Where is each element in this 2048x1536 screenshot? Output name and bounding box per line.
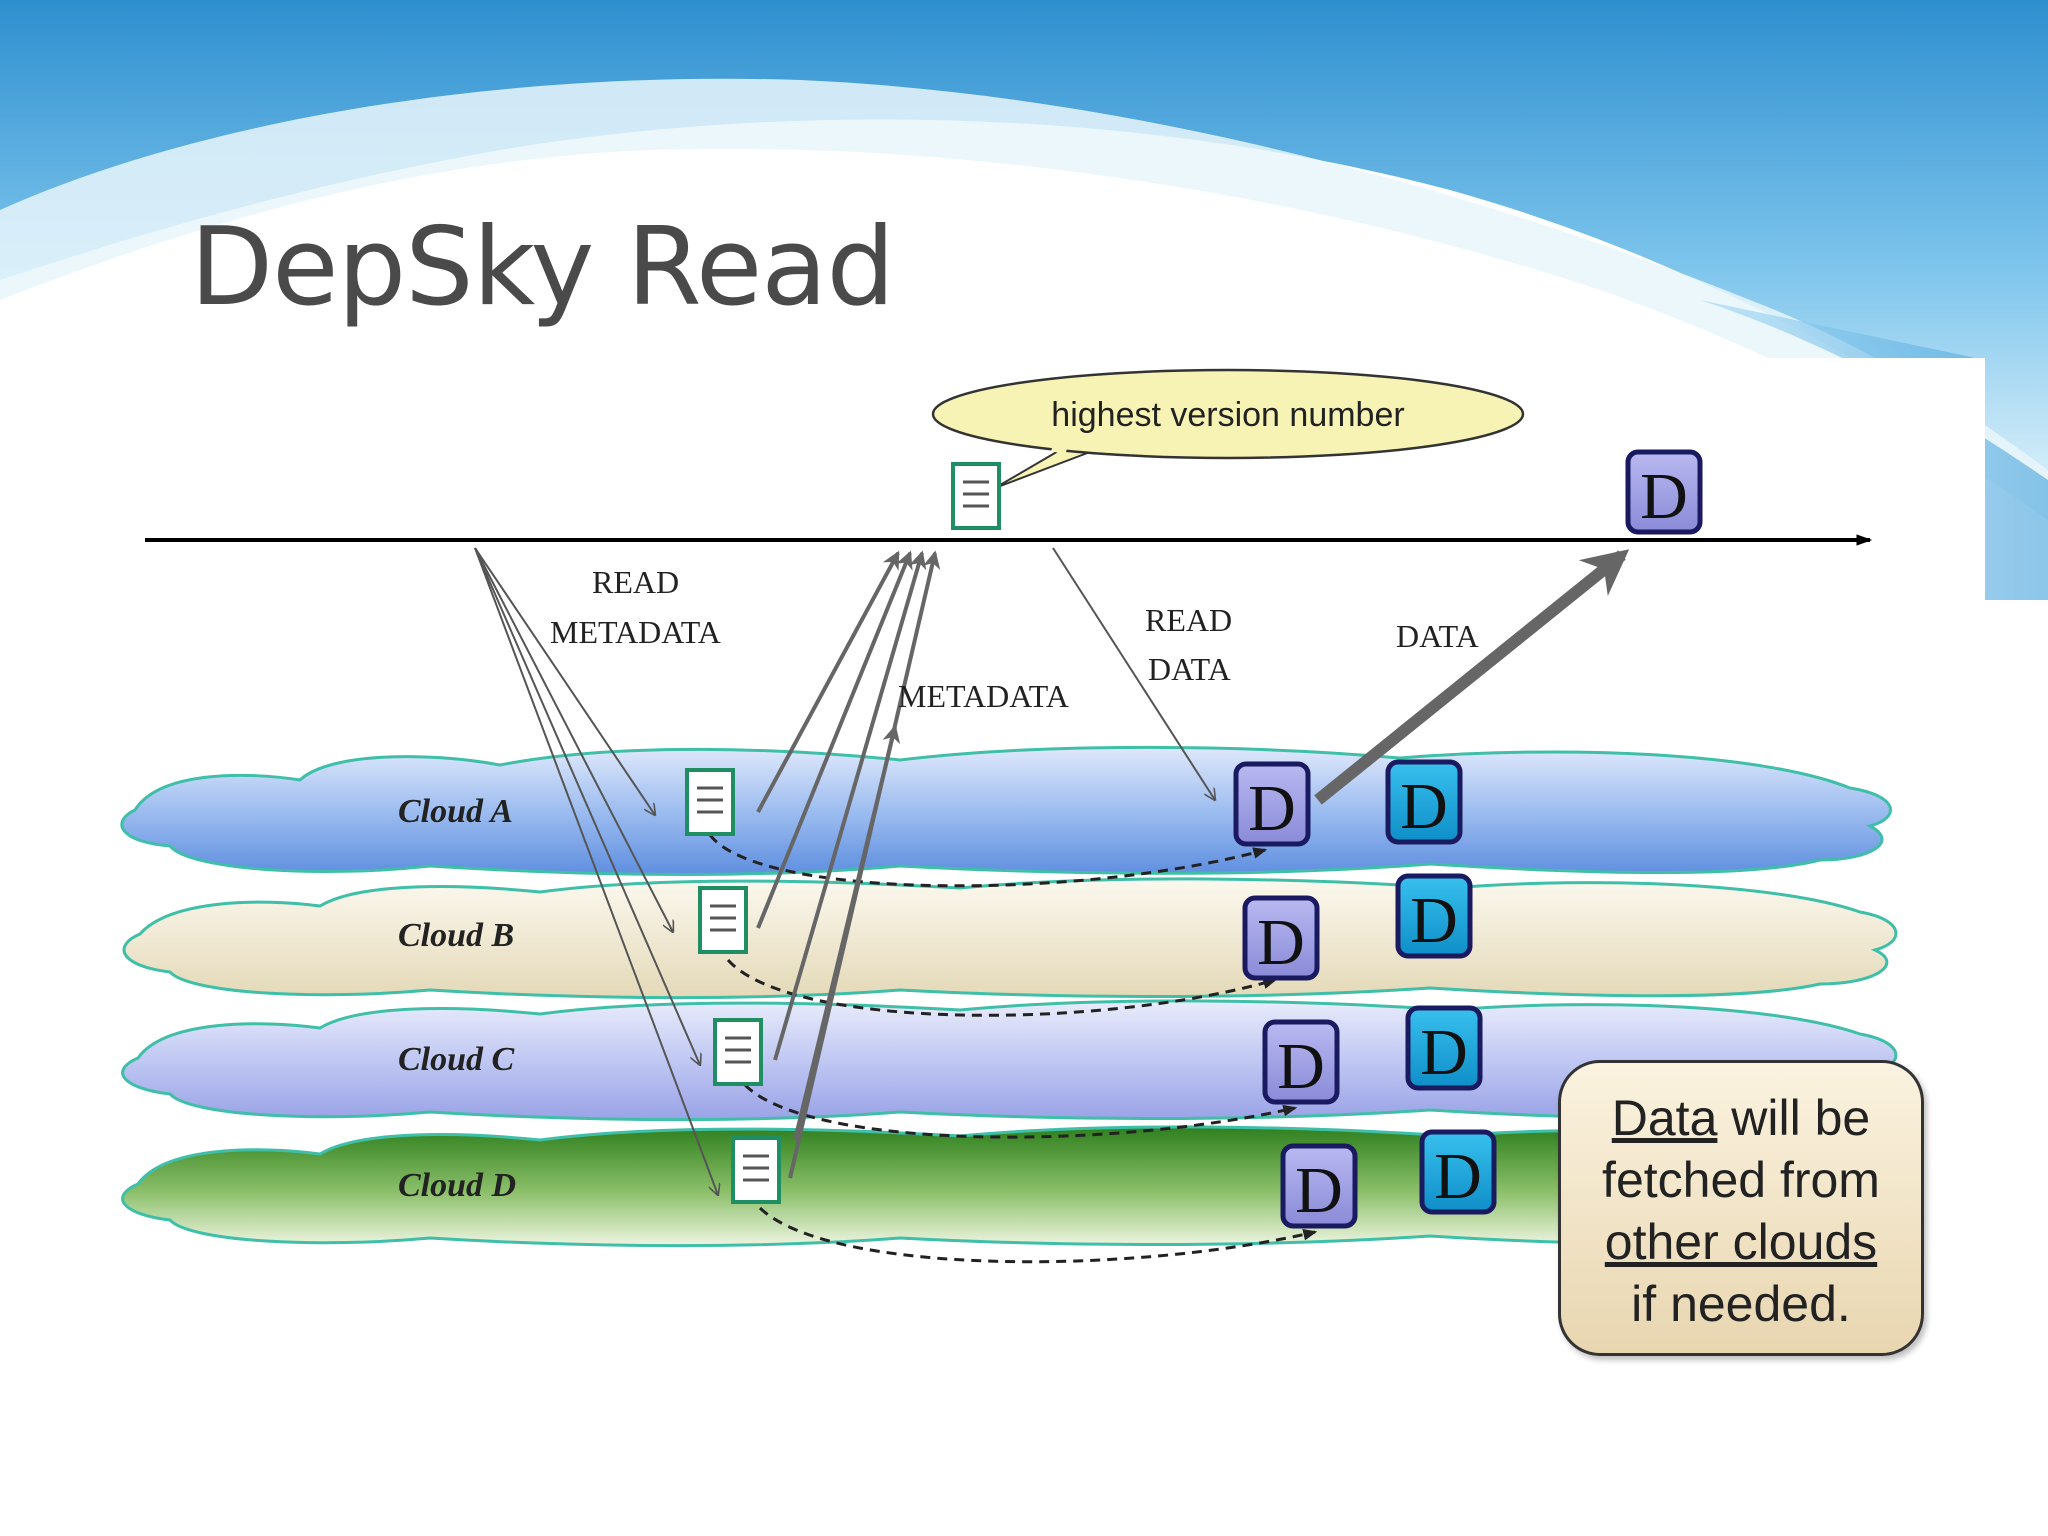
- svg-text:D: D: [1257, 906, 1305, 979]
- read-data-label-line2: DATA: [1148, 651, 1231, 687]
- svg-text:D: D: [1410, 884, 1458, 957]
- highest-version-bubble: highest version number: [931, 368, 1525, 489]
- note-line-1-rest: will be: [1717, 1090, 1871, 1146]
- note-line-3-underlined: other clouds: [1604, 1214, 1878, 1270]
- metadata-doc-icon-cloud-a: [685, 768, 735, 836]
- data-block-cloud-b-purple: D: [1242, 895, 1320, 981]
- dashed-link-cloud-b: [726, 959, 1278, 1017]
- metadata-doc-icon-selected: [951, 462, 1001, 530]
- data-block-cloud-a-purple: D: [1233, 761, 1311, 847]
- data-label: DATA: [1396, 618, 1479, 654]
- read-metadata-label-line2: METADATA: [550, 614, 721, 650]
- cloud-a-label: Cloud A: [398, 793, 513, 830]
- svg-text:D: D: [1248, 772, 1296, 845]
- dashed-link-cloud-d: [758, 1206, 1318, 1264]
- note-line-1-underlined: Data: [1611, 1090, 1718, 1146]
- note-line-1: Data will be: [1561, 1087, 1921, 1149]
- data-block-cloud-a-cyan: D: [1385, 759, 1463, 845]
- data-block-cloud-b-cyan: D: [1395, 873, 1473, 959]
- svg-text:D: D: [1277, 1030, 1325, 1103]
- metadata-doc-icon-cloud-b: [698, 886, 748, 954]
- note-line-4: if needed.: [1631, 1276, 1851, 1332]
- metadata-response-arrows: [756, 550, 941, 1179]
- read-metadata-arrows: [474, 547, 718, 1195]
- data-transfer-arrow: [1314, 549, 1630, 805]
- read-metadata-label-line1: READ: [592, 564, 679, 600]
- data-block-cloud-c-cyan: D: [1405, 1005, 1483, 1091]
- read-data-arrow: [1052, 547, 1215, 800]
- cloud-a: Cloud A: [120, 745, 1892, 876]
- cloud-b-label: Cloud B: [398, 917, 514, 954]
- svg-text:D: D: [1400, 770, 1448, 843]
- svg-text:D: D: [1295, 1154, 1343, 1227]
- dashed-link-cloud-a: [708, 834, 1268, 888]
- read-data-label-line1: READ: [1145, 602, 1232, 638]
- data-block-cloud-d-cyan: D: [1419, 1129, 1497, 1215]
- dashed-link-cloud-c: [743, 1083, 1298, 1139]
- svg-text:D: D: [1640, 460, 1688, 533]
- bubble-text: highest version number: [1051, 396, 1404, 434]
- slide-title: DepSky Read: [190, 205, 895, 330]
- note-callout: Data will be fetched from other clouds i…: [1558, 1060, 1924, 1356]
- cloud-c-label: Cloud C: [398, 1041, 515, 1078]
- metadata-doc-icon-cloud-d: [731, 1136, 781, 1204]
- metadata-label: METADATA: [898, 678, 1069, 714]
- data-block-result: D: [1625, 449, 1703, 535]
- svg-text:D: D: [1434, 1140, 1482, 1213]
- cloud-b: Cloud B: [122, 877, 1898, 1000]
- metadata-doc-icon-cloud-c: [713, 1018, 763, 1086]
- note-line-2: fetched from: [1602, 1152, 1880, 1208]
- note-line-3: other clouds: [1561, 1211, 1921, 1273]
- cloud-d-label: Cloud D: [398, 1167, 516, 1204]
- data-block-cloud-c-purple: D: [1262, 1019, 1340, 1105]
- svg-text:D: D: [1420, 1016, 1468, 1089]
- data-block-cloud-d-purple: D: [1280, 1143, 1358, 1229]
